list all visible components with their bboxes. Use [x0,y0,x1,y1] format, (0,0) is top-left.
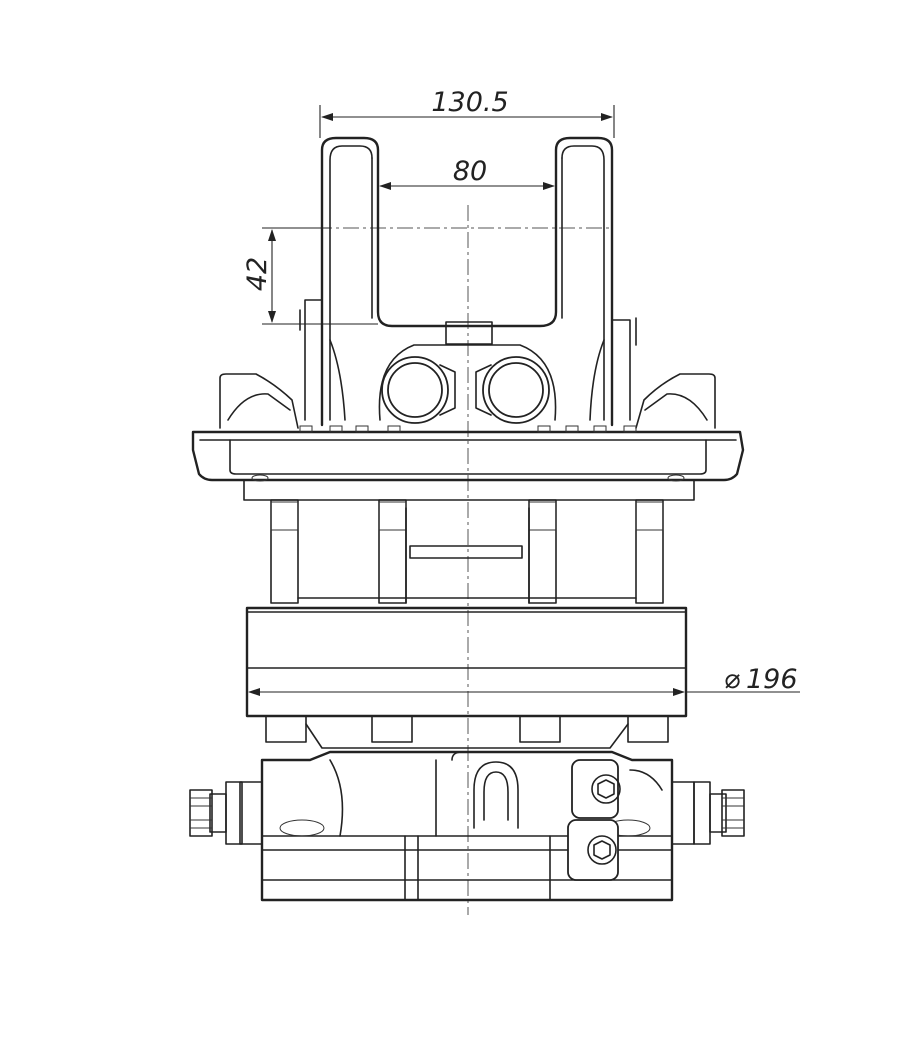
top-flange [191,373,745,501]
motor-housing [245,606,688,749]
side-connector-right [671,781,745,845]
dimension-diameter: ⌀ 196 [248,664,800,696]
dimension-inner-width: 80 [379,156,555,190]
dimension-label-42: 42 [242,257,273,291]
clevis-fork [299,136,637,427]
cap-screws [567,759,621,881]
dimension-pin-offset: 42 [242,227,378,325]
upper-port-fittings [378,344,557,424]
tie-bolts [270,499,664,604]
dimension-label-130: 130.5 [431,87,508,118]
dimension-label-80: 80 [453,156,487,187]
dimension-overall-width: 130.5 [319,87,615,138]
dimension-label-196: 196 [746,664,798,695]
diameter-symbol: ⌀ [724,664,741,695]
side-connector-left [189,781,263,845]
